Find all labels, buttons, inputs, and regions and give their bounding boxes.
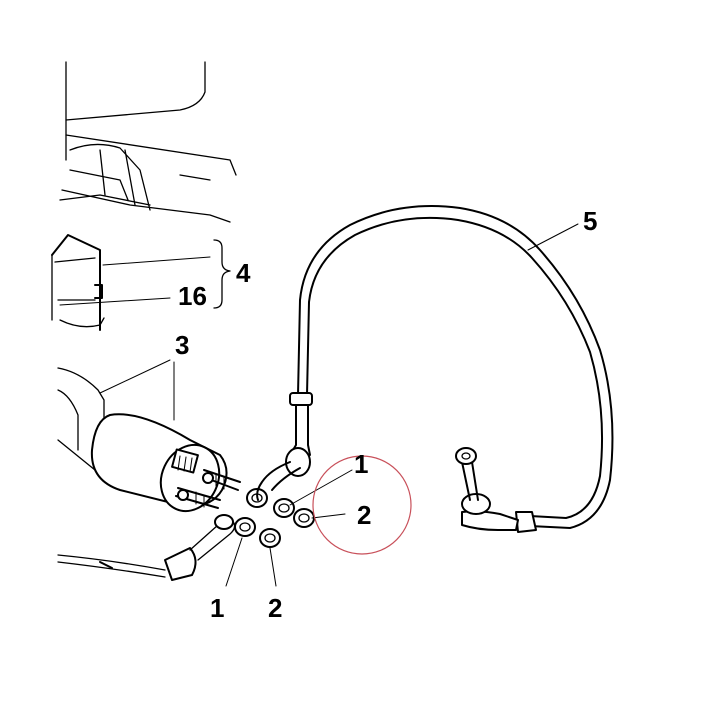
lower-cable	[57, 514, 236, 581]
callout-1-upper: 1	[354, 449, 369, 479]
leader-line-5	[527, 223, 579, 251]
leader-lines-1-2	[225, 469, 353, 587]
callout-5: 5	[583, 206, 598, 236]
callout-4: 4	[236, 258, 251, 288]
leader-lines-4-16	[59, 239, 231, 309]
starter-solenoid	[57, 367, 241, 513]
callout-2-lower: 2	[268, 593, 283, 623]
battery-cable	[256, 205, 614, 533]
frame-outline	[59, 61, 237, 223]
bracket-assembly	[51, 234, 105, 331]
callout-3: 3	[175, 330, 190, 360]
callout-2-upper: 2	[357, 500, 372, 530]
highlight-circle	[312, 455, 412, 555]
leader-lines-3	[99, 359, 175, 421]
callout-16: 16	[178, 281, 207, 311]
callout-1-lower: 1	[210, 593, 225, 623]
hardware-parts	[234, 488, 315, 548]
